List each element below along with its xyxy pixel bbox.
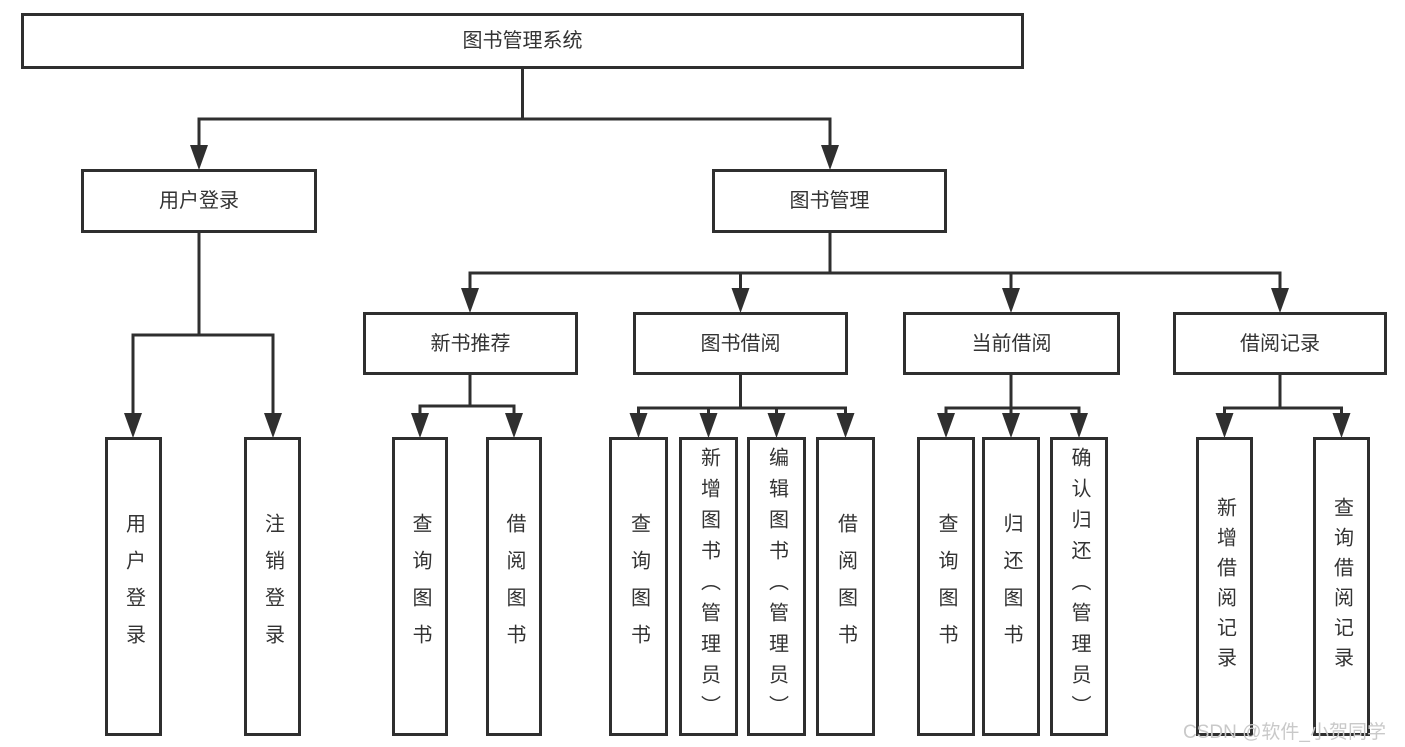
arrowhead-down-icon	[1332, 413, 1351, 438]
connector-root-to-level2	[190, 66, 839, 170]
node-book-management: 图书管理	[712, 169, 947, 233]
arrowhead-down-icon	[731, 288, 750, 313]
arrowhead-down-icon	[821, 145, 839, 170]
node-label: 新增图书（管理员）	[697, 447, 720, 726]
arrowhead-down-icon	[699, 413, 718, 438]
arrowhead-down-icon	[190, 145, 208, 170]
connector-new-book-to-leaves	[411, 375, 523, 438]
node-label: 用户登录	[159, 190, 239, 212]
leaf-add-borrow-record: 新增借阅记录	[1196, 437, 1253, 736]
node-label: 确认归还（管理员）	[1068, 447, 1090, 726]
arrowhead-down-icon	[411, 413, 429, 438]
connector-user-login-to-leaves	[124, 233, 282, 438]
node-label: 编辑图书（管理员）	[765, 447, 788, 726]
node-label: 查询图书	[627, 512, 650, 661]
arrowhead-down-icon	[461, 288, 479, 313]
node-user-login: 用户登录	[81, 169, 317, 233]
leaf-add-book-admin: 新增图书（管理员）	[679, 437, 738, 736]
node-label: 当前借阅	[971, 332, 1052, 355]
node-library-system: 图书管理系统	[21, 13, 1024, 69]
arrowhead-down-icon	[1271, 288, 1289, 313]
node-label: 新书推荐	[430, 332, 511, 355]
leaf-return-book: 归还图书	[982, 437, 1040, 736]
node-label: 查询图书	[409, 512, 431, 661]
node-label: 借阅记录	[1240, 332, 1320, 355]
leaf-borrow-book: 借阅图书	[816, 437, 875, 736]
arrowhead-down-icon	[505, 413, 523, 438]
leaf-logout-login: 注销登录	[244, 437, 301, 736]
connector-borrow-record-to-leaves	[1215, 375, 1351, 438]
arrowhead-down-icon	[124, 413, 142, 438]
arrowhead-down-icon	[1002, 288, 1020, 313]
leaf-edit-book-admin: 编辑图书（管理员）	[747, 437, 806, 736]
node-label: 图书借阅	[700, 332, 781, 355]
arrowhead-down-icon	[767, 413, 786, 438]
leaf-user-login: 用户登录	[105, 437, 162, 736]
arrowhead-down-icon	[836, 413, 855, 438]
watermark: CSDN @软件_小贺同学	[1183, 722, 1386, 743]
node-label: 归还图书	[1000, 512, 1022, 661]
node-label: 新增借阅记录	[1213, 496, 1236, 677]
connector-current-borrow-to-leaves	[937, 375, 1088, 438]
node-label: 借阅图书	[834, 512, 857, 661]
arrowhead-down-icon	[937, 413, 955, 438]
node-label: 借阅图书	[503, 512, 525, 661]
arrowhead-down-icon	[1002, 413, 1020, 438]
leaf-borrow-book-recommend: 借阅图书	[486, 437, 542, 736]
node-label: 用户登录	[122, 512, 145, 661]
node-label: 注销登录	[261, 512, 284, 661]
leaf-query-book-recommend: 查询图书	[392, 437, 448, 736]
node-book-borrow: 图书借阅	[633, 312, 848, 375]
leaf-query-book-borrow: 查询图书	[609, 437, 668, 736]
node-borrow-record: 借阅记录	[1173, 312, 1387, 375]
arrowhead-down-icon	[264, 413, 282, 438]
arrowhead-down-icon	[629, 413, 648, 438]
node-label: 图书管理	[789, 190, 870, 212]
node-current-borrow: 当前借阅	[903, 312, 1120, 375]
node-label: 查询借阅记录	[1330, 496, 1353, 677]
arrowhead-down-icon	[1215, 413, 1234, 438]
connector-book-borrow-to-leaves	[629, 375, 855, 438]
leaf-query-book-current: 查询图书	[917, 437, 975, 736]
node-new-book-recommend: 新书推荐	[363, 312, 578, 375]
node-label: 图书管理系统	[462, 30, 583, 52]
node-label: 查询图书	[935, 512, 957, 661]
leaf-query-borrow-record: 查询借阅记录	[1313, 437, 1370, 736]
leaf-confirm-return-admin: 确认归还（管理员）	[1050, 437, 1108, 736]
arrowhead-down-icon	[1070, 413, 1088, 438]
connector-book-management-to-level3	[461, 233, 1289, 313]
